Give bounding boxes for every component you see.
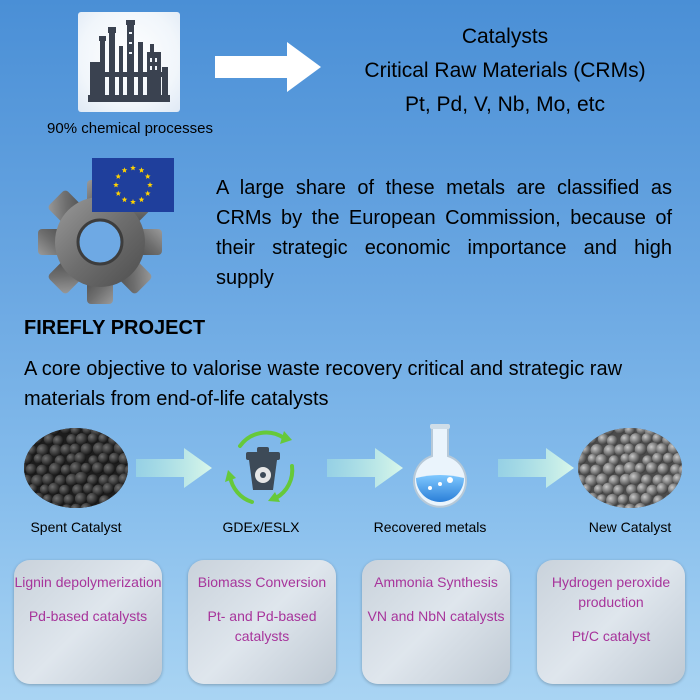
card-title: Hydrogen peroxide production [551, 574, 671, 610]
eu-stars-icon [113, 165, 153, 205]
stage-label-spent-catalyst: Spent Catalyst [30, 519, 122, 535]
recycle-bin-icon [225, 430, 295, 504]
new-catalyst-image [578, 428, 682, 508]
arrow-right-icon [215, 42, 321, 92]
card-lignin: Lignin depolymerization Pd-based catalys… [14, 560, 162, 684]
card-title: Lignin depolymerization [14, 574, 162, 590]
card-detail: Pd-based catalysts [28, 608, 148, 624]
card-title: Biomass Conversion [197, 574, 327, 590]
card-biomass: Biomass Conversion Pt- and Pd-based cata… [188, 560, 336, 684]
stage-label-recovered-metals: Recovered metals [373, 519, 487, 535]
catalyst-line-1: Catalysts [461, 25, 549, 48]
flask-icon [413, 424, 467, 508]
flow-arrow-3-icon [498, 448, 574, 488]
gear-icon [38, 180, 162, 304]
catalyst-line-2: Critical Raw Materials (CRMs) [364, 59, 646, 82]
card-detail: VN and NbN catalysts [367, 608, 505, 624]
project-title: FIREFLY PROJECT [24, 317, 206, 339]
card-hydrogen-peroxide: Hydrogen peroxide production Pt/C cataly… [537, 560, 685, 684]
flow-arrow-1-icon [136, 448, 212, 488]
card-detail: Pt- and Pd-based catalysts [207, 608, 317, 644]
card-title: Ammonia Synthesis [374, 574, 498, 590]
flow-arrow-2-icon [327, 448, 403, 488]
factory-image [78, 12, 180, 112]
spent-catalyst-image [24, 428, 128, 508]
stage-label-gdex-eslx: GDEx/ESLX [222, 519, 300, 535]
eu-flag [92, 158, 174, 212]
catalyst-description: Catalysts Critical Raw Materials (CRMs) … [330, 20, 680, 122]
catalyst-line-3: Pt, Pd, V, Nb, Mo, etc [405, 93, 605, 116]
project-objective: A core objective to valorise waste recov… [24, 358, 623, 410]
factory-caption: 90% chemical processes [47, 120, 213, 137]
eu-crm-statement: A large share of these metals are classi… [216, 177, 672, 289]
card-detail: Pt/C catalyst [571, 628, 651, 644]
factory-icon [88, 20, 170, 102]
card-ammonia: Ammonia Synthesis VN and NbN catalysts [362, 560, 510, 684]
stage-label-new-catalyst: New Catalyst [588, 519, 672, 535]
